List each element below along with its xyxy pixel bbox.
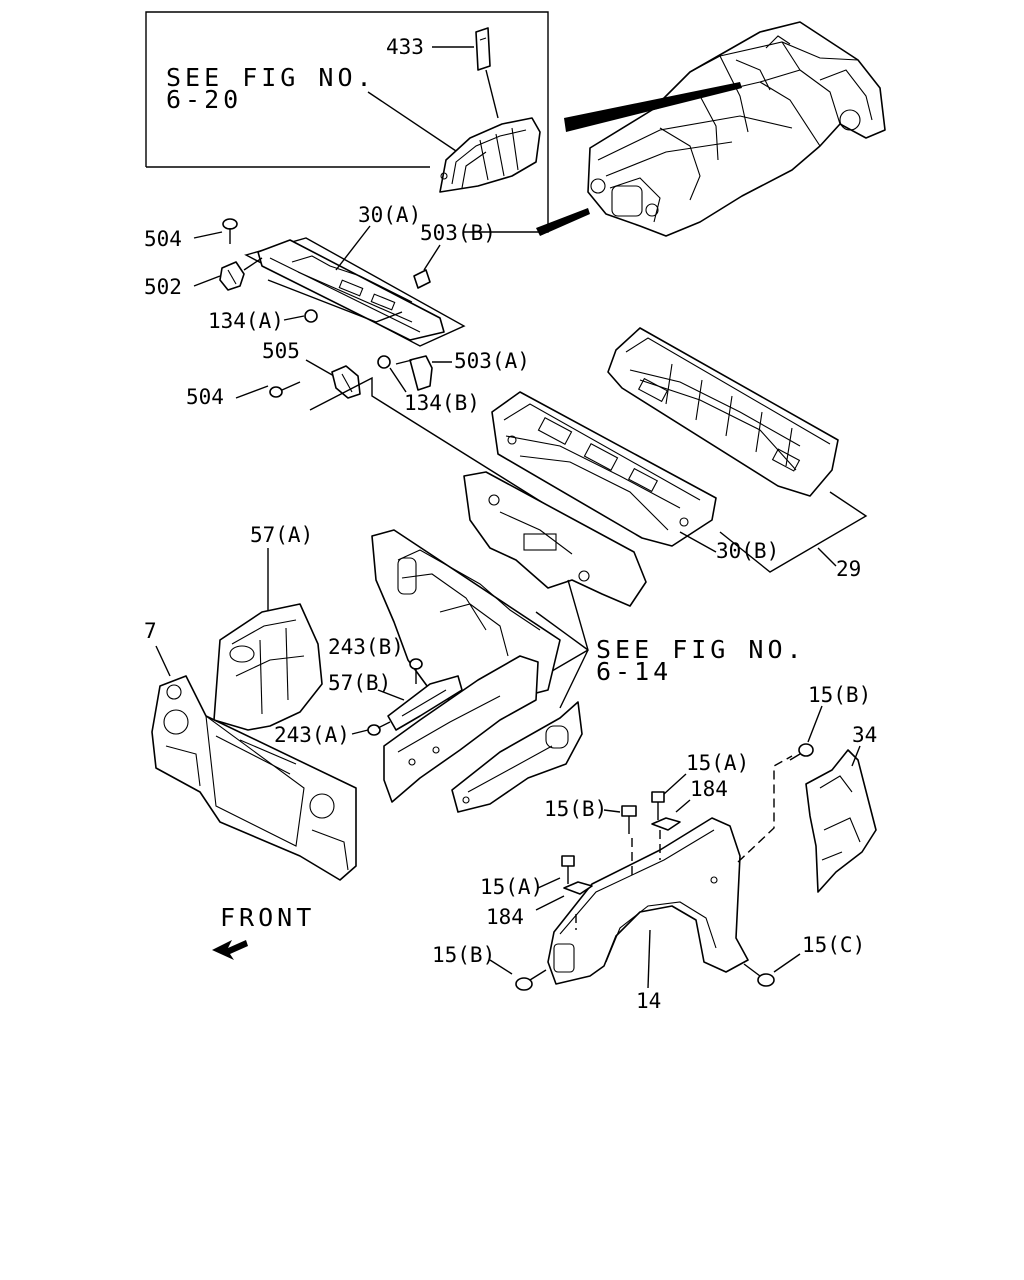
label-15c: 15(C)	[802, 933, 865, 957]
clip-503b	[413, 269, 431, 289]
screw-504-top	[222, 218, 238, 244]
nut-184-top	[651, 817, 681, 831]
cowl-panel-29	[607, 327, 839, 497]
see-fig-b-line1: SEE FIG NO.	[596, 635, 806, 664]
see-fig-a-line1: SEE FIG NO.	[166, 63, 376, 92]
label-15b-low: 15(B)	[432, 943, 495, 967]
label-30a: 30(A)	[358, 203, 421, 227]
bolt-15b-top	[789, 743, 814, 761]
bracket-502	[219, 257, 263, 291]
dash-panel	[463, 471, 647, 607]
screw-504-lower	[269, 381, 301, 398]
inset-box: SEE FIG NO. 6-20 433	[145, 11, 549, 233]
bolt-15b-low	[515, 969, 547, 991]
label-15b-top: 15(B)	[808, 683, 871, 707]
label-504-lower: 504	[186, 385, 224, 409]
cowl-panel-30b	[491, 391, 717, 547]
pointer-wedge-bottom	[536, 208, 590, 236]
label-57a: 57(A)	[250, 523, 313, 547]
apron-lower	[451, 701, 583, 813]
label-503b: 503(B)	[420, 221, 496, 245]
radiator-support-7	[151, 675, 357, 881]
bolt-15b-mid	[621, 805, 637, 834]
label-34: 34	[852, 723, 877, 747]
label-29: 29	[836, 557, 861, 581]
label-134b: 134(B)	[404, 391, 480, 415]
label-433: 433	[386, 35, 424, 59]
bolt-15a-mid	[561, 855, 575, 884]
bolt-243a	[367, 721, 391, 736]
duct-panel	[439, 117, 541, 193]
bracket-505	[331, 365, 361, 399]
clip-134b	[377, 355, 391, 369]
cowl-top-30a	[244, 237, 466, 347]
clip-134a	[304, 309, 318, 323]
label-30b: 30(B)	[716, 539, 779, 563]
label-14: 14	[636, 989, 661, 1013]
fender-liner-34	[805, 749, 877, 893]
label-184-mid: 184	[486, 905, 524, 929]
label-243b: 243(B)	[328, 635, 404, 659]
wheelhouse-panel-lower	[383, 655, 539, 803]
label-15a-top: 15(A)	[686, 751, 749, 775]
bolt-243b	[409, 658, 423, 684]
label-243a: 243(A)	[274, 723, 350, 747]
label-7: 7	[144, 619, 157, 643]
bracket-433	[475, 27, 499, 119]
front-fender-14	[547, 817, 749, 985]
bolt-15c	[743, 963, 775, 987]
label-184-top: 184	[690, 777, 728, 801]
front-arrow-icon	[212, 940, 248, 960]
clip-503a	[409, 355, 433, 391]
nut-184-mid	[563, 881, 593, 895]
bolt-15a-top	[651, 791, 665, 820]
label-505: 505	[262, 339, 300, 363]
front-label: FRONT	[220, 903, 315, 932]
see-fig-a-line2: 6-20	[166, 85, 242, 114]
vehicle-body	[536, 21, 886, 237]
label-502: 502	[144, 275, 182, 299]
label-15a-mid: 15(A)	[480, 875, 543, 899]
label-15b-mid: 15(B)	[544, 797, 607, 821]
label-134a: 134(A)	[208, 309, 284, 333]
bracket-57b	[387, 675, 463, 731]
pointer-wedge-top	[564, 82, 742, 132]
label-503a: 503(A)	[454, 349, 530, 373]
see-fig-b-line2: 6-14	[596, 657, 672, 686]
side-member-57a	[213, 603, 323, 731]
label-504-top: 504	[144, 227, 182, 251]
